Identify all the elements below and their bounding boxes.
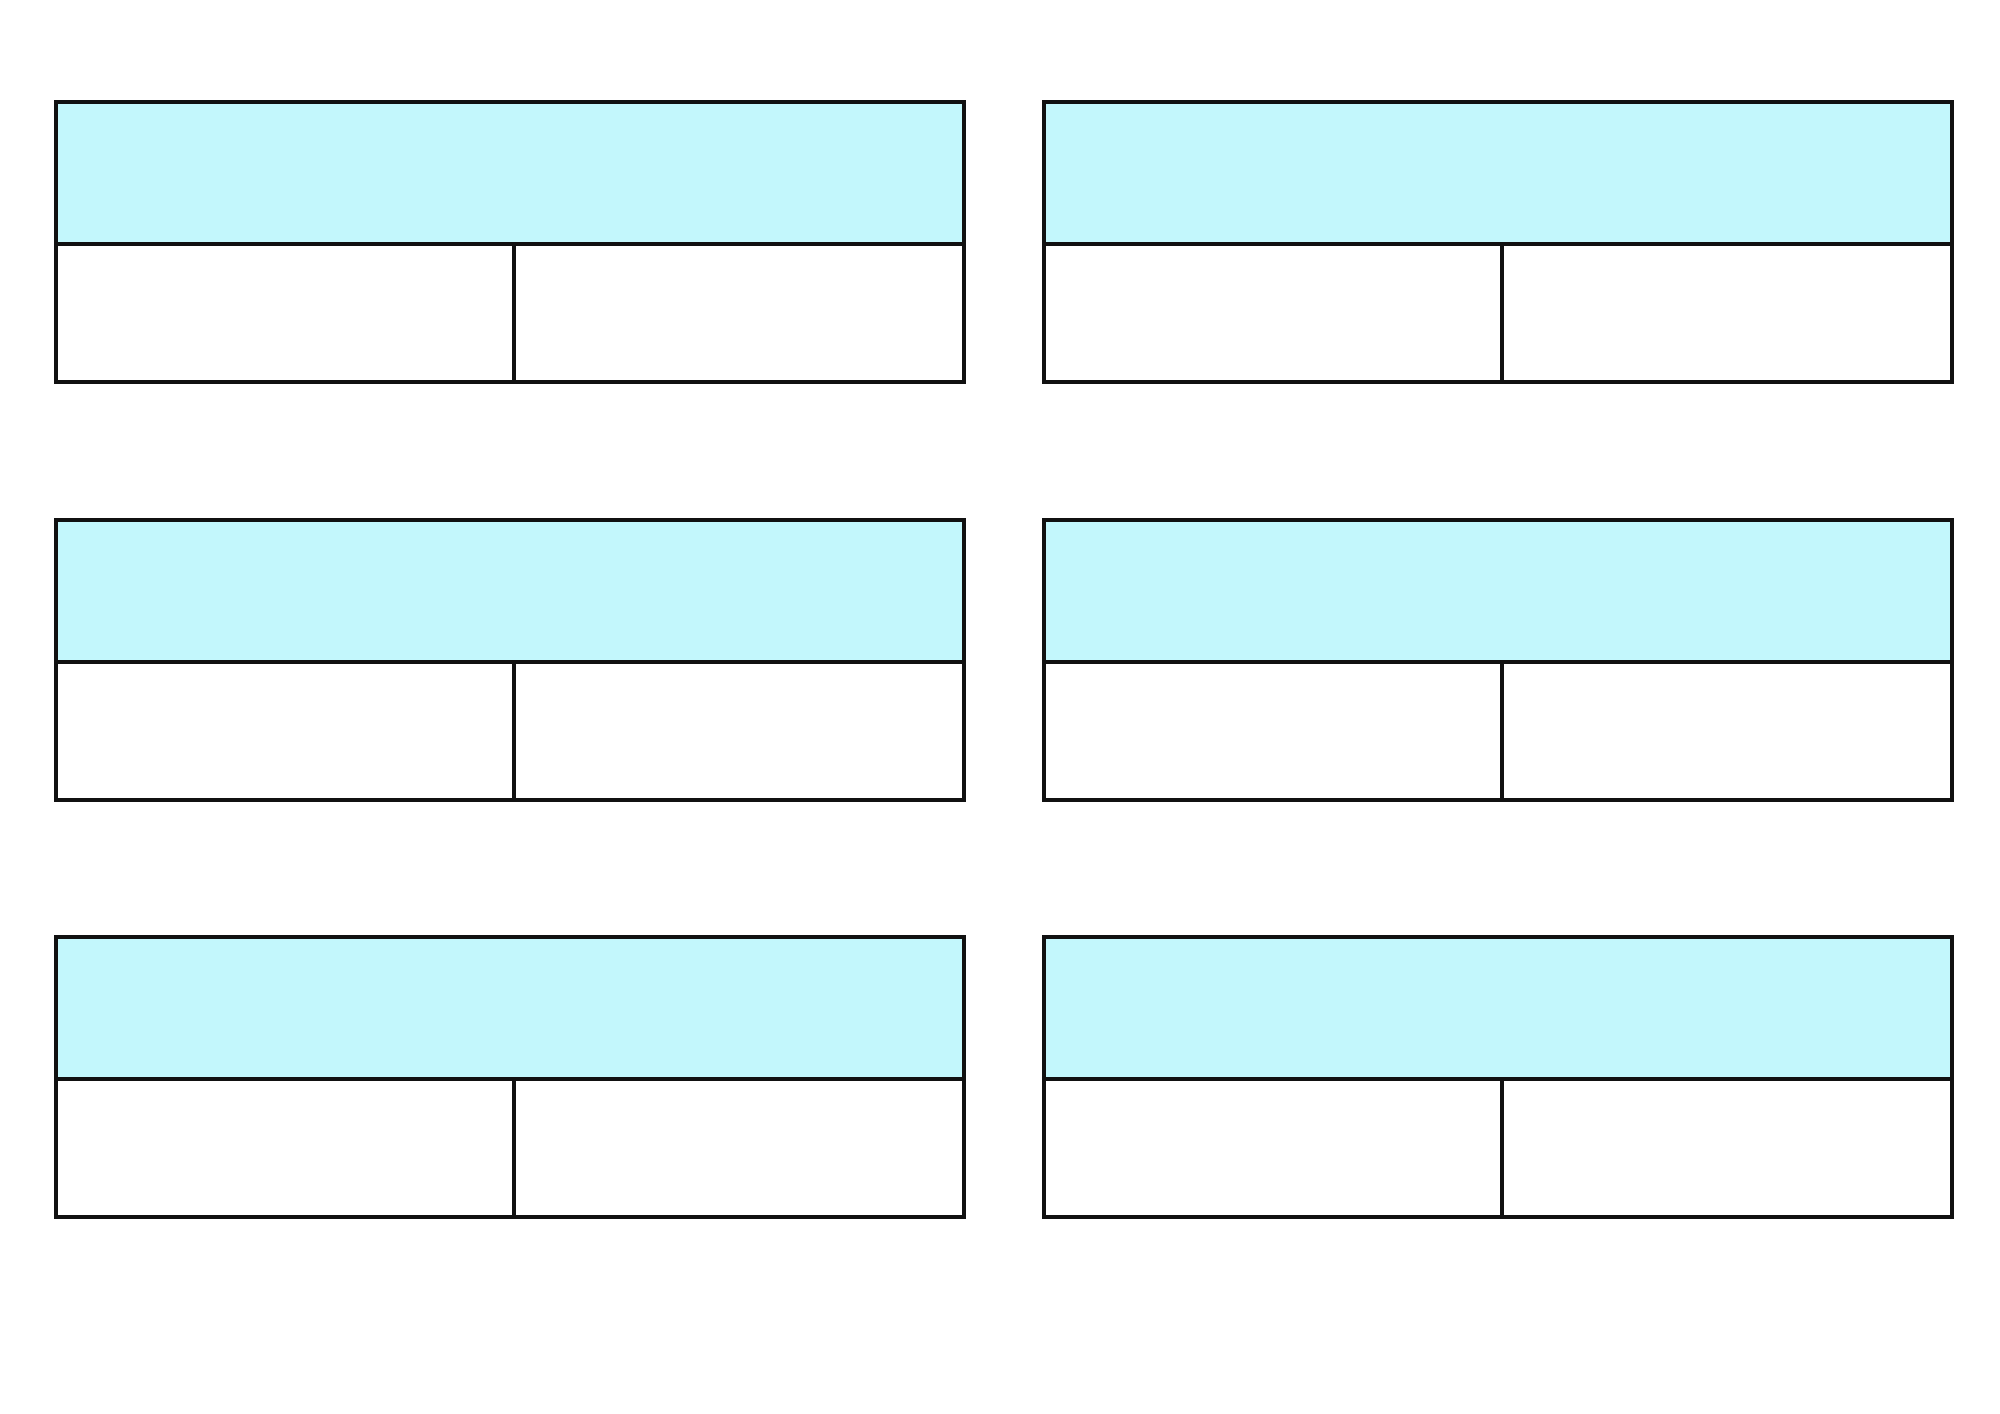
part-cell-2-left[interactable]: [1046, 246, 1504, 380]
bar-model-4: [1042, 518, 1954, 802]
whole-bar-1[interactable]: [58, 104, 962, 246]
part-cell-2-right[interactable]: [1504, 246, 1950, 380]
part-cell-1-right[interactable]: [516, 246, 962, 380]
part-cell-5-right[interactable]: [516, 1081, 962, 1215]
bar-model-1: [54, 100, 966, 384]
part-cell-3-right[interactable]: [516, 664, 962, 798]
whole-bar-2[interactable]: [1046, 104, 1950, 246]
part-cell-5-left[interactable]: [58, 1081, 516, 1215]
part-cell-1-left[interactable]: [58, 246, 516, 380]
part-cell-4-right[interactable]: [1504, 664, 1950, 798]
part-cell-3-left[interactable]: [58, 664, 516, 798]
whole-bar-5[interactable]: [58, 939, 962, 1081]
part-cell-6-left[interactable]: [1046, 1081, 1504, 1215]
bar-model-3: [54, 518, 966, 802]
whole-bar-3[interactable]: [58, 522, 962, 664]
bar-model-5: [54, 935, 966, 1219]
whole-bar-6[interactable]: [1046, 939, 1950, 1081]
part-cell-6-right[interactable]: [1504, 1081, 1950, 1215]
bar-model-2: [1042, 100, 1954, 384]
bar-model-6: [1042, 935, 1954, 1219]
part-cell-4-left[interactable]: [1046, 664, 1504, 798]
whole-bar-4[interactable]: [1046, 522, 1950, 664]
